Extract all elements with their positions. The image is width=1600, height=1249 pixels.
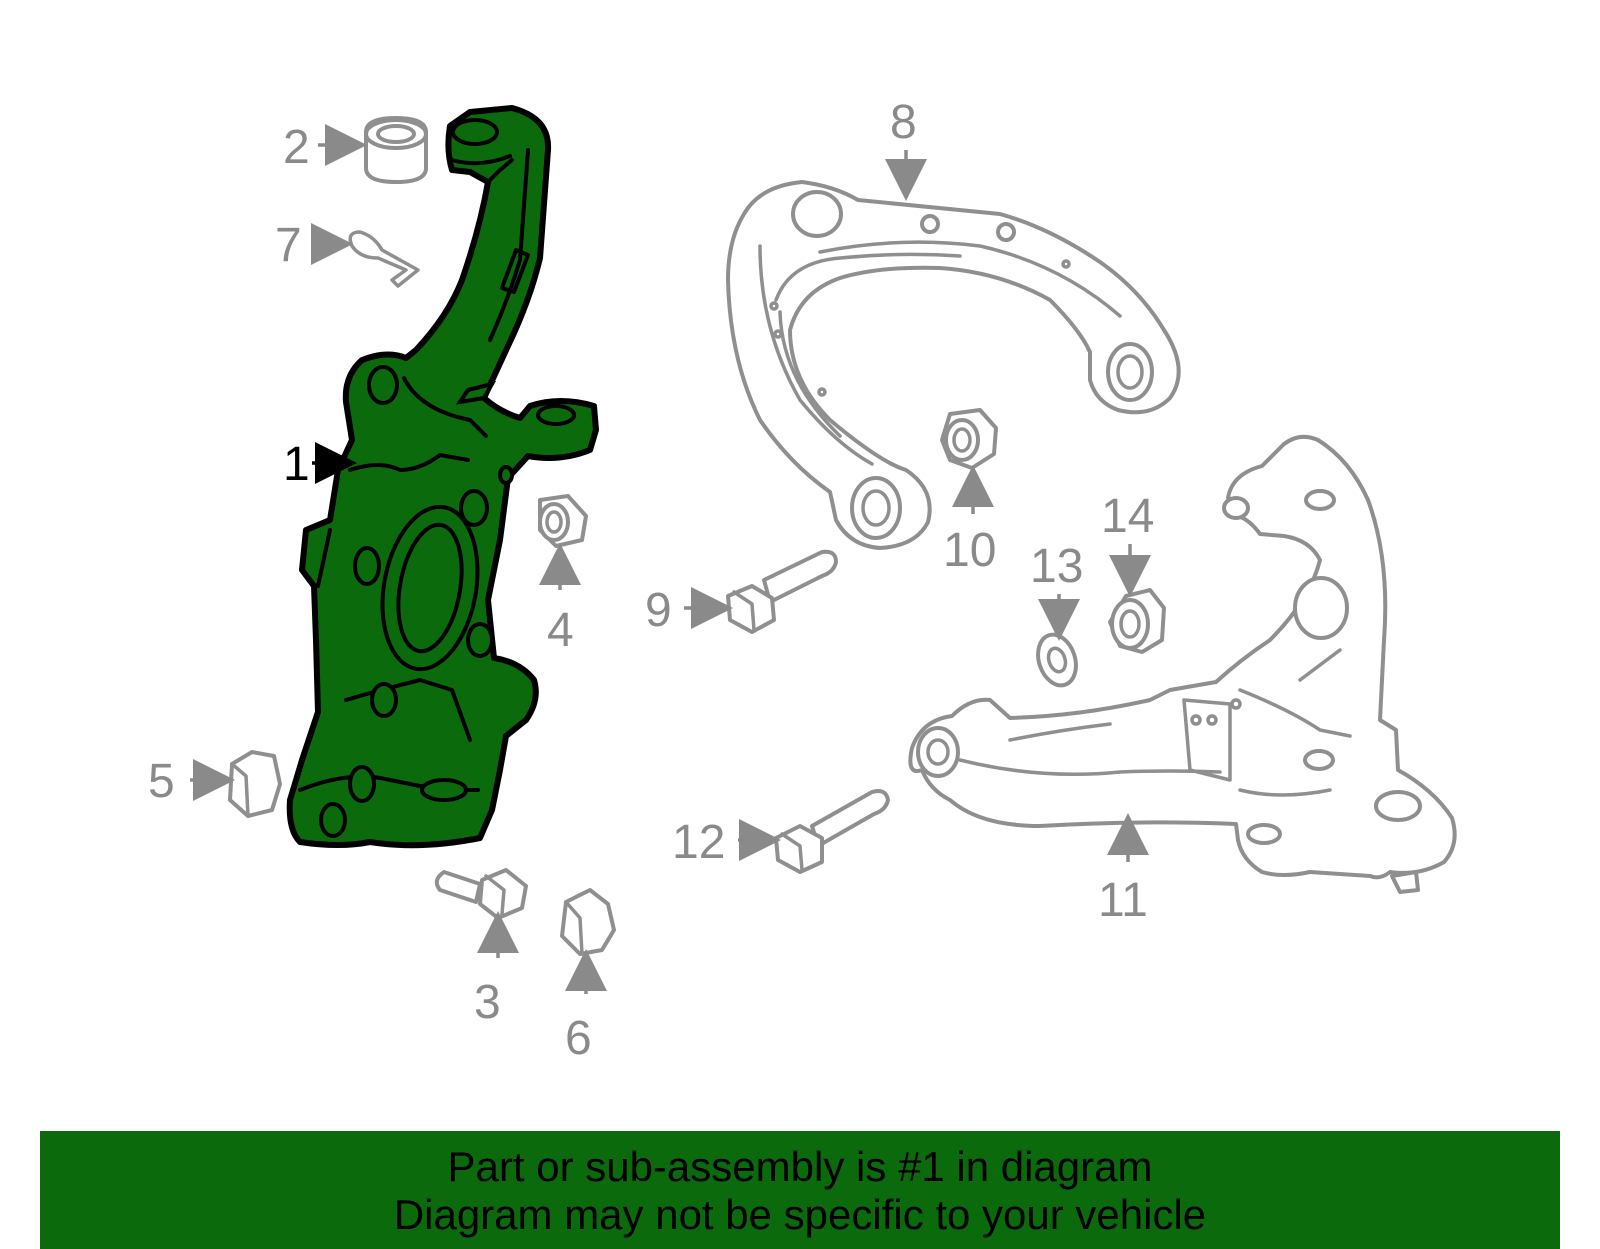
upper-control-arm-part-8[interactable]: [726, 180, 1181, 550]
callout-9: 9: [645, 584, 672, 637]
callout-3: 3: [474, 976, 501, 1029]
callout-7: 7: [275, 219, 302, 272]
washer-part-13[interactable]: [1032, 630, 1082, 691]
callout-4: 4: [547, 604, 574, 657]
cotter-pin-part-7[interactable]: [348, 230, 420, 288]
info-banner: Part or sub-assembly is #1 in diagram Di…: [40, 1131, 1560, 1249]
nut-part-5[interactable]: [228, 750, 282, 818]
nut-part-4[interactable]: [538, 494, 588, 548]
callout-11: 11: [1098, 874, 1148, 927]
callout-arrows: [190, 124, 1151, 994]
callout-2: 2: [283, 121, 310, 174]
nut-part-6[interactable]: [560, 888, 616, 956]
bolt-part-9[interactable]: [726, 549, 838, 634]
callout-5: 5: [148, 755, 175, 808]
callout-10: 10: [943, 524, 996, 577]
callout-14: 14: [1101, 490, 1154, 543]
bolt-part-12[interactable]: [774, 789, 890, 874]
nut-part-10[interactable]: [940, 408, 998, 470]
callout-13: 13: [1030, 540, 1083, 593]
bolt-part-3[interactable]: [434, 868, 528, 920]
callout-12: 12: [672, 816, 725, 869]
bushing-part-2[interactable]: [364, 116, 428, 184]
callout-8: 8: [890, 96, 917, 149]
banner-line-2: Diagram may not be specific to your vehi…: [393, 1191, 1207, 1238]
lower-control-arm-part-11[interactable]: [908, 434, 1457, 894]
nut-part-14[interactable]: [1108, 588, 1166, 654]
banner-line-1: Part or sub-assembly is #1 in diagram: [447, 1143, 1153, 1190]
callout-6: 6: [565, 1012, 592, 1065]
steering-knuckle-part-1[interactable]: [286, 105, 599, 849]
callout-1: 1: [283, 438, 310, 491]
